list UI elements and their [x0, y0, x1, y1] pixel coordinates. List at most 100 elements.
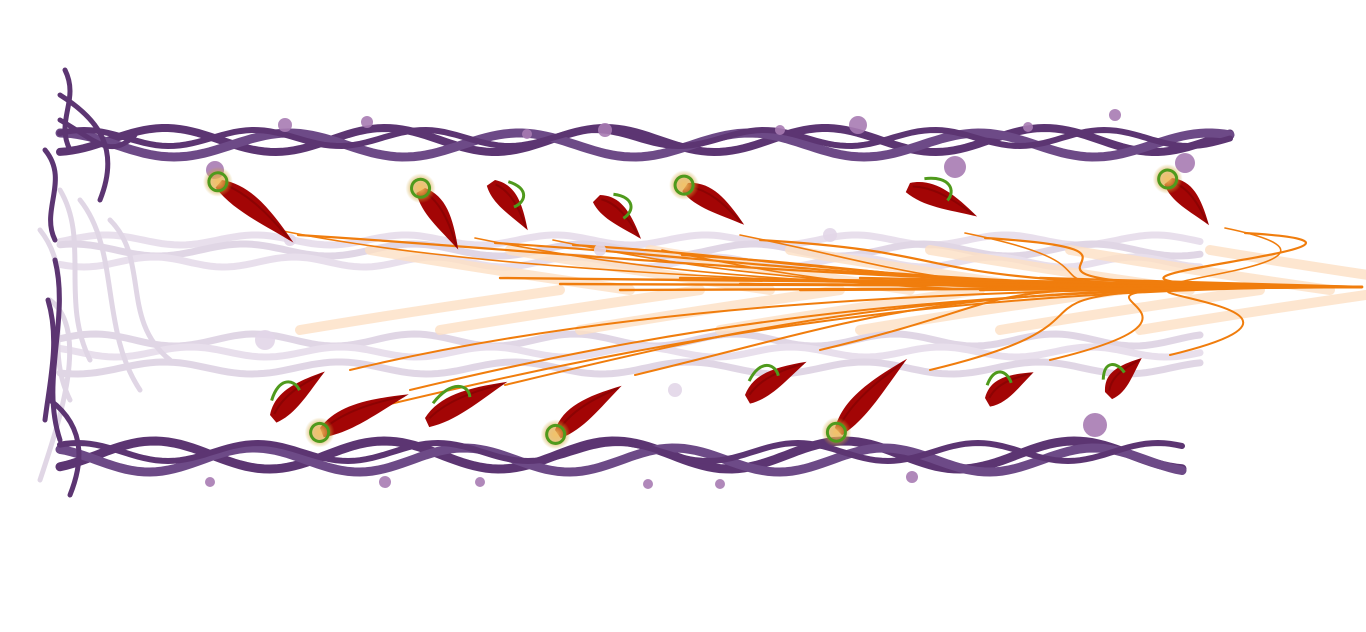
faded-inner-fibers: [37, 187, 1204, 483]
chili-shade: [495, 183, 528, 229]
chili-bottom-7: [985, 370, 1034, 407]
pale-wisp: [295, 285, 565, 335]
chili-shade: [912, 185, 975, 216]
chili-peppers: [202, 164, 1210, 450]
droplet: [361, 116, 373, 128]
droplet: [475, 477, 485, 487]
chili-shade: [273, 372, 323, 415]
droplet: [668, 383, 682, 397]
droplet: [205, 477, 215, 487]
left-fiber-curl: [62, 67, 73, 153]
droplet: [1023, 122, 1033, 132]
droplet: [944, 156, 966, 178]
pale-wisp: [1135, 289, 1366, 335]
droplet: [278, 118, 292, 132]
pale-wisp: [995, 285, 1265, 335]
chili-stem: [613, 192, 633, 220]
pale-wisp: [1205, 245, 1366, 280]
chili-shade: [748, 362, 804, 396]
lower-fiber-strand: [57, 439, 1185, 465]
droplet: [594, 244, 606, 256]
orange-thread: [364, 286, 1363, 411]
chili-calyx: [410, 177, 432, 199]
chili-body: [835, 358, 908, 436]
chili-bottom-3: [425, 381, 508, 428]
left-fiber-curl: [57, 117, 138, 150]
left-fiber-curl: [47, 397, 82, 498]
chili-calyx: [1157, 168, 1179, 190]
chili-glow: [821, 417, 852, 448]
faded-fiber-strand: [56, 343, 1204, 361]
chili-body: [486, 180, 528, 231]
faded-fiber-strand: [56, 358, 1204, 378]
droplet: [255, 330, 275, 350]
pale-wisp: [575, 285, 845, 335]
chili-body: [682, 182, 745, 225]
chili-shade: [601, 198, 640, 238]
left-fiber-curl: [42, 147, 58, 243]
chili-stem: [924, 176, 953, 202]
fiber-droplets: [205, 109, 1195, 489]
chili-stem: [985, 370, 1013, 386]
upper-fiber-bundle: [55, 123, 1235, 162]
chili-body: [215, 180, 294, 243]
lower-fiber-bundle: [55, 436, 1187, 477]
chili-top-3: [486, 180, 528, 231]
left-fiber-end: [42, 67, 138, 498]
chili-body: [985, 372, 1034, 407]
faded-fiber-strand: [56, 231, 1204, 249]
chili-stem: [1101, 363, 1126, 380]
chili-glow: [304, 417, 335, 448]
left-fiber-curl: [57, 92, 111, 203]
droplet: [598, 123, 612, 137]
faded-fiber-branch: [77, 197, 143, 393]
chili-shade: [988, 372, 1032, 399]
chili-bottom-8: [1101, 358, 1142, 400]
droplet: [379, 476, 391, 488]
left-fiber-curl: [42, 297, 57, 423]
chili-body: [425, 381, 508, 428]
chili-body: [1104, 358, 1142, 400]
droplet: [906, 471, 918, 483]
chili-body: [416, 188, 459, 250]
upper-fiber-strand: [56, 123, 1234, 157]
chili-calyx: [673, 174, 695, 196]
chili-glow: [202, 166, 233, 197]
droplet: [1109, 109, 1121, 121]
chili-stem: [270, 380, 301, 402]
chili-calyx: [309, 421, 331, 443]
chili-bottom-4: [540, 385, 622, 450]
chili-bottom-1: [270, 371, 325, 423]
droplet: [849, 116, 867, 134]
chili-bottom-6: [821, 358, 908, 448]
chili-glow: [1152, 164, 1183, 195]
chili-body: [592, 195, 642, 239]
droplet: [522, 129, 532, 139]
chili-stem: [747, 363, 780, 382]
faded-fiber-branch: [37, 297, 73, 483]
chili-calyx: [825, 421, 847, 443]
upper-fiber-strand: [57, 126, 1233, 150]
orange-threads: [277, 227, 1364, 411]
chili-shade: [428, 382, 504, 419]
chili-calyx: [207, 171, 229, 193]
chili-body: [905, 182, 978, 217]
chili-glow: [405, 173, 436, 204]
chili-bottom-5: [745, 361, 807, 404]
chili-body: [320, 394, 409, 438]
chili-bottom-2: [304, 394, 409, 448]
faded-fiber-branch: [107, 217, 173, 363]
chili-glow: [540, 419, 571, 450]
chili-calyx: [545, 423, 567, 445]
chili-stem: [507, 180, 526, 209]
droplet: [1175, 153, 1195, 173]
orange-thread-core: [1038, 276, 1364, 289]
droplet: [775, 125, 785, 135]
chili-body: [270, 371, 325, 423]
lower-fiber-strand: [55, 443, 1187, 477]
chili-top-4: [592, 192, 642, 239]
droplet: [823, 228, 837, 242]
droplet: [715, 479, 725, 489]
chili-glow: [669, 170, 700, 201]
